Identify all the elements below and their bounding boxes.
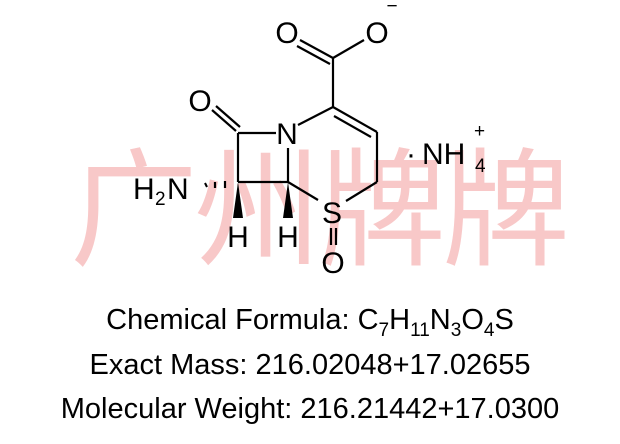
bond-c-o- — [332, 39, 365, 59]
atom-s: S — [322, 197, 342, 230]
bond-c-o1 — [299, 39, 334, 59]
chemical-formula: Chemical Formula: C7H11N3O4S — [0, 304, 620, 342]
atom-n-ring: N — [276, 118, 298, 151]
bond-c2-c3 — [332, 106, 378, 133]
hash-1 — [204, 182, 208, 188]
bond-c-o2 — [296, 45, 331, 65]
exact-mass: Exact Mass: 216.02048+17.02655 — [89, 349, 531, 381]
formula-sub: 11 — [410, 319, 430, 341]
bond-c4-s — [345, 181, 378, 202]
dot: · — [406, 138, 416, 171]
wedge-h-left — [233, 182, 243, 218]
charge-plus: + — [474, 121, 485, 142]
charge-minus: − — [386, 0, 397, 17]
bond-c8-o1 — [211, 109, 237, 132]
amine-sub: 2 — [155, 189, 166, 210]
ammonium-sub: 4 — [475, 156, 486, 177]
atom-o-anion: O — [365, 17, 388, 50]
amine-h: H — [133, 173, 155, 206]
bond-c2-c3-double — [333, 115, 372, 138]
formula-el: C — [357, 304, 379, 336]
bond-c8-o2 — [215, 105, 241, 128]
amine-n: N — [167, 173, 189, 206]
formula-label: Chemical Formula: — [106, 304, 358, 336]
atom-h-left: H — [227, 221, 249, 254]
bonds — [204, 39, 379, 245]
formula-el: H — [389, 304, 411, 336]
formula-el: O — [461, 304, 484, 336]
molecular-weight: Molecular Weight: 216.21442+17.0300 — [60, 393, 560, 425]
formula-el: N — [429, 304, 451, 336]
formula-el: S — [494, 304, 514, 336]
ammonium: NH — [422, 138, 465, 171]
bond-n-c2 — [297, 106, 334, 126]
structure-diagram: O N O O − S O H H H 2 N · NH 4 + — [133, 0, 486, 280]
bond-c6-s — [287, 181, 319, 201]
formula-sub: 4 — [483, 319, 495, 341]
atom-o-keto: O — [188, 85, 211, 118]
formula-sub: 7 — [378, 319, 390, 341]
atom-o-sulfoxide: O — [321, 247, 344, 280]
atom-o-carbonyl: O — [275, 17, 298, 50]
atom-h-right: H — [277, 221, 299, 254]
formula-sub: 3 — [450, 319, 462, 341]
wedge-h-right — [283, 182, 293, 218]
watermark: 广州牌牌 — [70, 137, 570, 286]
